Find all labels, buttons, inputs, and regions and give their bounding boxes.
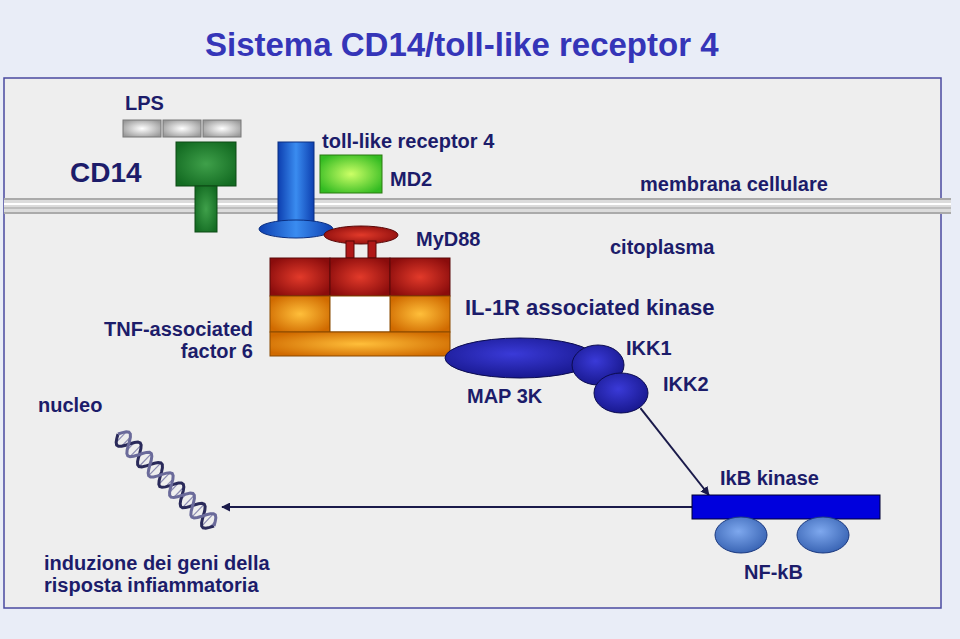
- node-label: MyD88: [416, 228, 480, 250]
- kinase-label: IL-1R associated kinase: [465, 296, 714, 320]
- node-label: toll-like receptor 4: [322, 130, 494, 152]
- md2-protein: MD2: [320, 155, 382, 193]
- shape: [323, 226, 399, 258]
- region-label: nucleo: [38, 394, 102, 416]
- node-label: induzione dei geni della risposta infiam…: [44, 552, 344, 596]
- shape: [270, 258, 450, 356]
- protein-label: NF-kB: [744, 561, 803, 583]
- shape: [110, 430, 222, 530]
- title: Sistema CD14/toll-like receptor 4: [205, 26, 719, 64]
- membrane-line: [4, 212, 951, 214]
- membrane-line: [4, 203, 951, 205]
- node-label: TNF-associated factor 6: [58, 318, 253, 362]
- cd14-receptor: CD14: [176, 142, 236, 232]
- dna-helix: induzione dei geni della risposta infiam…: [110, 430, 222, 530]
- map3k-ellipse: MAP 3K: [445, 338, 595, 378]
- node-label: IKK2: [663, 373, 709, 395]
- panel: [4, 78, 941, 608]
- node-label: CD14: [70, 158, 142, 189]
- shape: [320, 155, 382, 193]
- myd88-adaptor: MyD88: [323, 226, 399, 258]
- lps-label: LPS: [125, 92, 164, 114]
- region-label: membrana cellulare: [640, 173, 828, 195]
- shape: [176, 142, 236, 232]
- node-label: MAP 3K: [467, 385, 542, 407]
- arrow-connector: [222, 506, 692, 508]
- membrane-line: [4, 198, 951, 200]
- ikk2-circle: IKK2: [594, 373, 648, 413]
- node-label: MD2: [390, 168, 432, 190]
- node-label: IkB kinase: [720, 467, 819, 489]
- shape: [594, 373, 648, 413]
- ikb-kinase-bar: IkB kinase: [692, 495, 880, 519]
- node-label: IKK1: [626, 337, 672, 359]
- membrane: [4, 198, 951, 214]
- shape: [692, 495, 880, 519]
- shape: [445, 338, 595, 378]
- lps-molecules: [123, 120, 241, 137]
- arrow-connector: [640, 408, 708, 495]
- membrane-line: [4, 207, 951, 209]
- region-label: citoplasma: [610, 236, 714, 258]
- traf6-complex: TNF-associated factor 6: [270, 258, 450, 356]
